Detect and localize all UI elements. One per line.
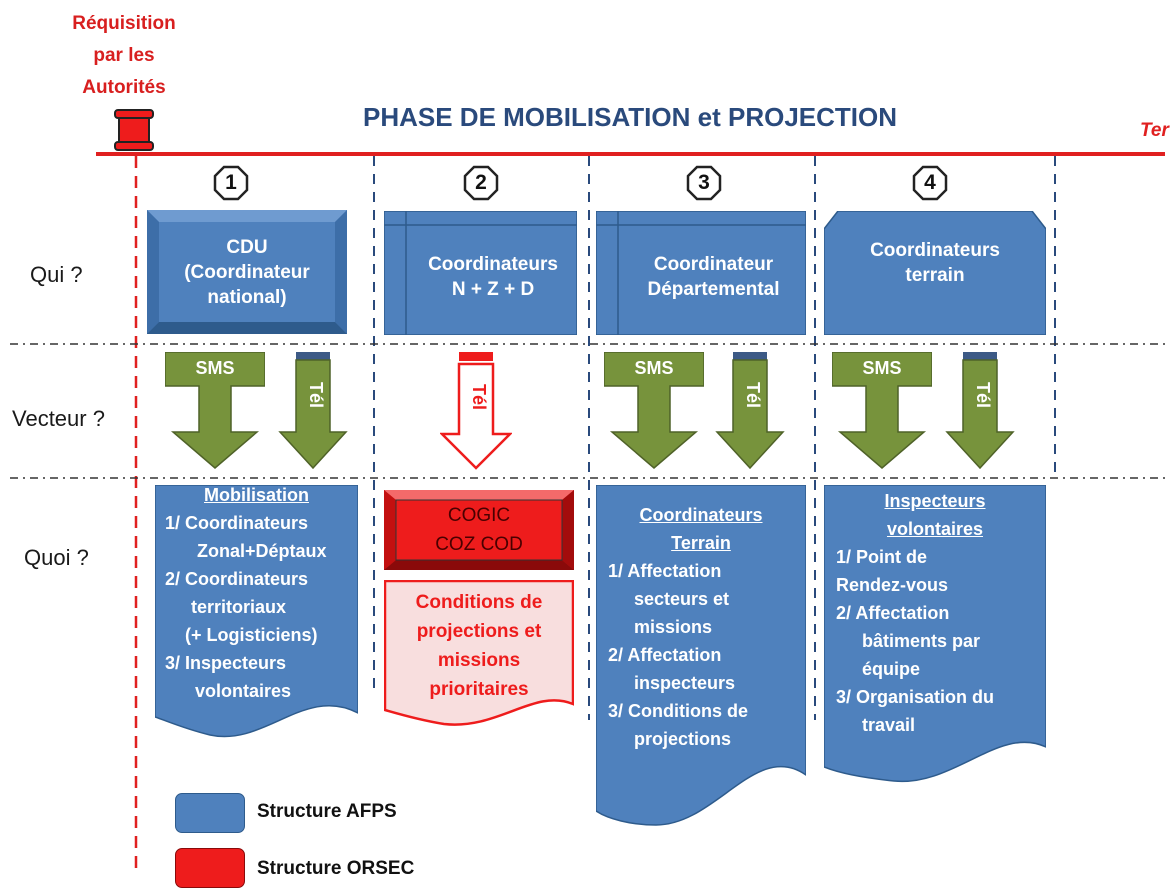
quoi-line: travail	[862, 715, 916, 735]
quoi-line: territoriaux	[191, 597, 287, 617]
quoi-heading: Terrain	[671, 533, 731, 553]
qui-line: Coordinateur	[653, 254, 774, 275]
step-number-text: 1	[225, 171, 237, 194]
sms-label: SMS	[634, 358, 674, 378]
step-number-text: 3	[698, 171, 710, 194]
tel-arrow-4: Tél	[945, 352, 1015, 470]
qui-line: terrain	[905, 265, 965, 286]
quoi-line: 1/ Point de	[836, 547, 928, 567]
conditions-line: prioritaires	[429, 679, 529, 700]
conditions-line: Conditions de	[415, 592, 543, 613]
cogic-line: COZ COD	[435, 534, 523, 555]
quoi-heading: Mobilisation	[204, 485, 309, 505]
quoi-heading: Inspecteurs	[884, 491, 986, 511]
sms-arrow-3: SMS	[604, 352, 704, 470]
step-number-text: 2	[475, 171, 487, 194]
requisition-line-1: Réquisition	[72, 13, 176, 34]
step-number-1: 1	[213, 165, 249, 201]
qui-line: Coordinateurs	[870, 240, 1000, 261]
qui-box-coordinateur-departemental: Coordinateur Départemental	[596, 211, 806, 335]
page-title: PHASE DE MOBILISATION et PROJECTION	[362, 102, 897, 132]
quoi-line: projections	[634, 729, 732, 749]
quoi-doc-inspecteurs-volontaires: Inspecteurs volontaires 1/ Point de Rend…	[824, 485, 1046, 787]
qui-box-coordinateurs-terrain: Coordinateurs terrain	[824, 211, 1046, 335]
quoi-line: 2/ Coordinateurs	[165, 569, 309, 589]
requisition-line-3: Autorités	[82, 77, 166, 98]
cogic-line: COGIC	[447, 505, 511, 526]
qui-box-cdu: CDU (Coordinateur national)	[147, 210, 347, 334]
quoi-line: bâtiments par	[862, 631, 981, 651]
sms-label: SMS	[862, 358, 902, 378]
quoi-line: secteurs et	[634, 589, 730, 609]
quoi-line: 2/ Affectation	[836, 603, 950, 623]
step-number-3: 3	[686, 165, 722, 201]
tel-arrow-1: Tél	[278, 352, 348, 470]
scroll-icon	[114, 109, 154, 151]
quoi-line: Zonal+Déptaux	[197, 541, 327, 561]
quoi-line: Rendez-vous	[836, 575, 949, 595]
tel-arrow-2: Tél	[440, 352, 512, 470]
qui-line: national)	[207, 286, 287, 308]
requisition-label: Réquisition par les Autorités	[44, 8, 204, 104]
legend-swatch-afps	[175, 793, 245, 833]
tel-label: Tél	[743, 382, 763, 409]
conditions-line: missions	[437, 650, 521, 671]
step-number-text: 4	[924, 171, 936, 194]
qui-line: Départemental	[647, 279, 780, 300]
quoi-line: 3/ Inspecteurs	[165, 653, 287, 673]
sms-arrow-1: SMS	[165, 352, 265, 470]
qui-line: (Coordinateur	[184, 261, 310, 283]
step-number-4: 4	[912, 165, 948, 201]
quoi-doc-coordinateurs-terrain: Coordinateurs Terrain 1/ Affectation sec…	[596, 485, 806, 837]
quoi-box-cogic: COGIC COZ COD	[384, 490, 574, 570]
quoi-line: volontaires	[195, 681, 292, 701]
row-label-qui: Qui ?	[30, 262, 83, 287]
quoi-doc-mobilisation: Mobilisation 1/ Coordinateurs Zonal+Dépt…	[155, 485, 358, 743]
qui-line: CDU	[226, 236, 268, 258]
row-label-vecteur: Vecteur ?	[12, 406, 105, 431]
quoi-line: (+ Logisticiens)	[185, 625, 318, 645]
qui-line: Coordinateurs	[428, 254, 558, 275]
qui-line: N + Z + D	[451, 279, 535, 300]
tel-label: Tél	[973, 382, 993, 409]
quoi-line: inspecteurs	[634, 673, 736, 693]
quoi-doc-conditions: Conditions de projections et missions pr…	[384, 580, 574, 732]
quoi-heading: volontaires	[886, 519, 984, 539]
quoi-line: 1/ Coordinateurs	[165, 513, 309, 533]
quoi-line: équipe	[862, 659, 921, 679]
quoi-heading: Coordinateurs	[639, 505, 763, 525]
quoi-line: 3/ Organisation du	[836, 687, 995, 707]
quoi-line: 3/ Conditions de	[608, 701, 749, 721]
step-number-2: 2	[463, 165, 499, 201]
conditions-line: projections et	[416, 621, 542, 642]
legend-label-afps: Structure AFPS	[257, 801, 397, 822]
timeline-label: Ter	[1140, 120, 1169, 141]
legend-swatch-orsec	[175, 848, 245, 888]
quoi-line: missions	[634, 617, 713, 637]
row-label-quoi: Quoi ?	[24, 545, 89, 570]
tel-label: Tél	[306, 382, 326, 409]
quoi-line: 1/ Affectation	[608, 561, 722, 581]
sms-label: SMS	[195, 358, 235, 378]
requisition-line-2: par les	[93, 45, 155, 66]
qui-box-coordinateurs-nzd: Coordinateurs N + Z + D	[384, 211, 577, 335]
tel-arrow-3: Tél	[715, 352, 785, 470]
legend-label-orsec: Structure ORSEC	[257, 858, 415, 879]
tel-label: Tél	[469, 384, 489, 411]
sms-arrow-4: SMS	[832, 352, 932, 470]
quoi-line: 2/ Affectation	[608, 645, 722, 665]
